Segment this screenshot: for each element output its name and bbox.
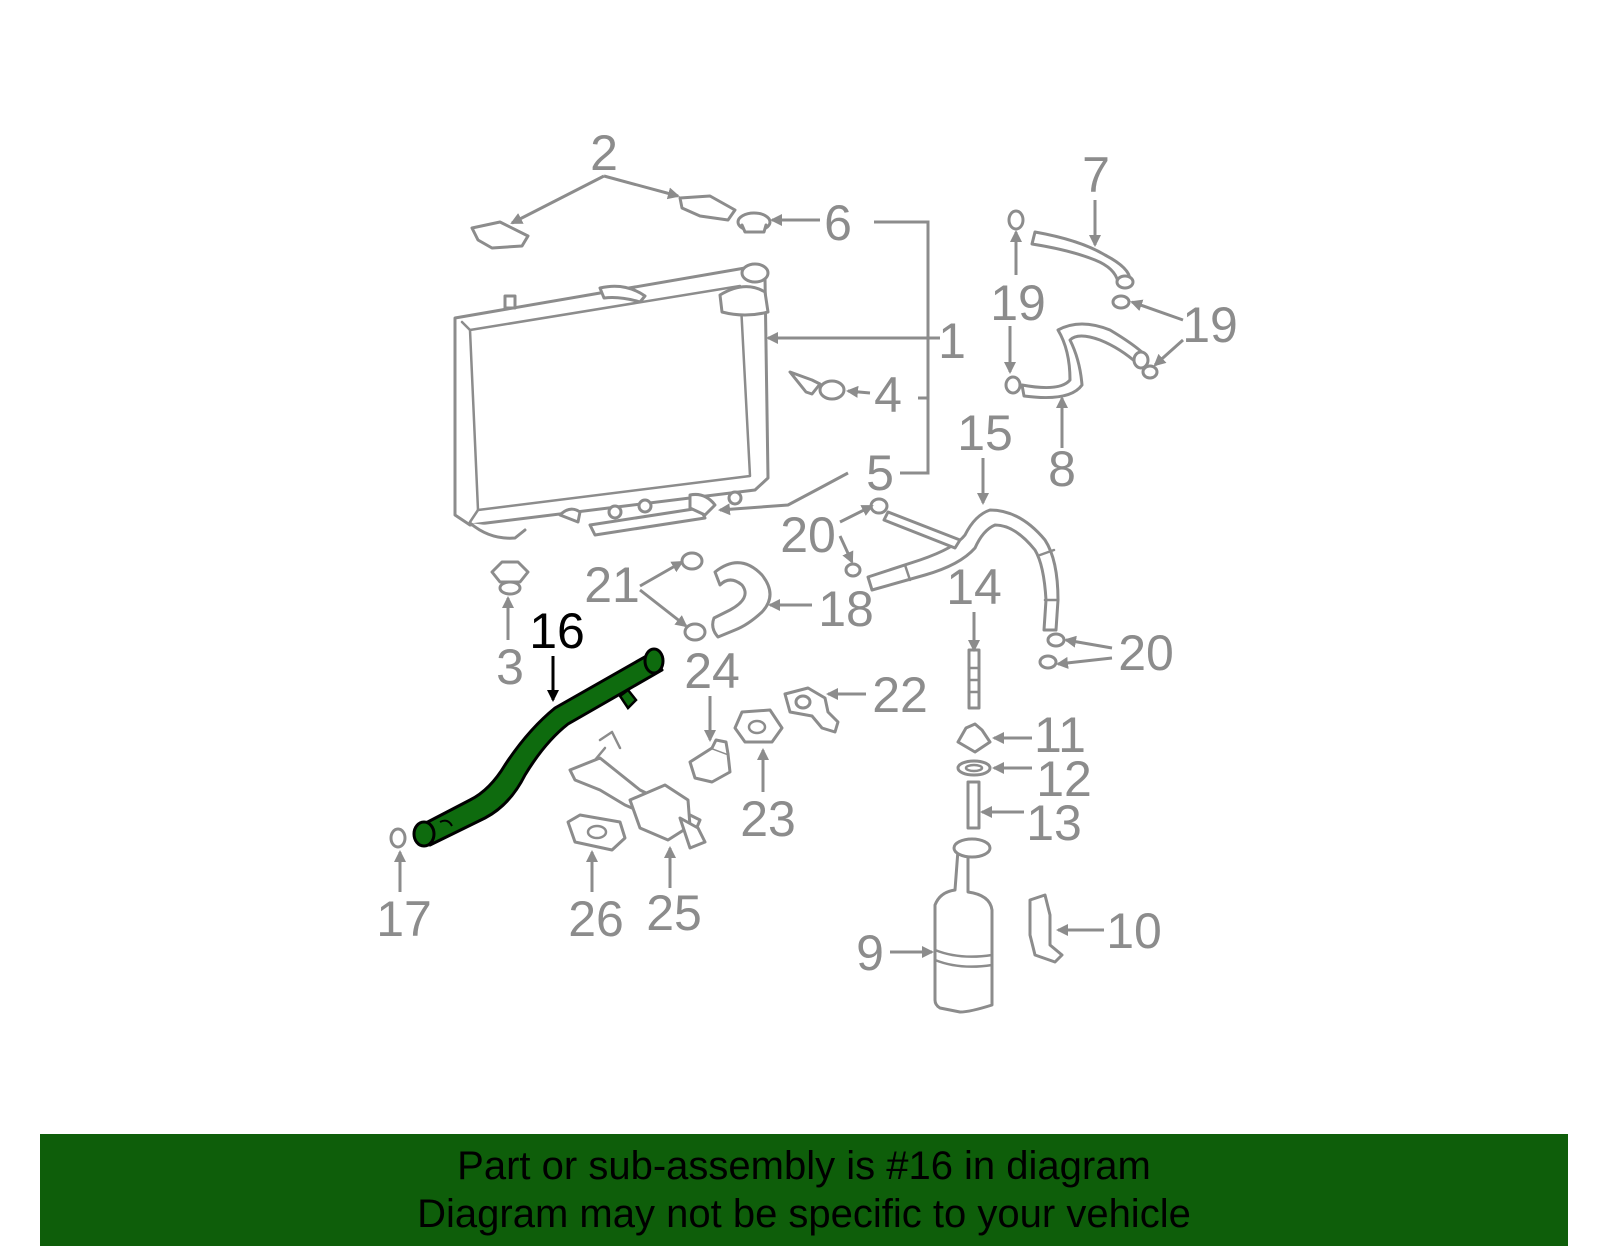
callout-26: 26 xyxy=(568,891,624,947)
callout-18: 18 xyxy=(818,581,874,637)
bracket-left xyxy=(470,220,530,250)
callout-11: 11 xyxy=(1034,707,1086,763)
clamp-19a xyxy=(1111,294,1131,310)
o-ring xyxy=(389,827,407,849)
gasket xyxy=(733,708,784,744)
banner-line-disclaimer: Diagram may not be specific to your vehi… xyxy=(417,1192,1191,1236)
mount-bushing xyxy=(490,560,530,596)
water-inlet xyxy=(568,730,707,850)
clamp-21a xyxy=(680,551,704,571)
callout-25: 25 xyxy=(646,885,702,941)
water-pipe-16-highlighted[interactable] xyxy=(412,647,665,848)
callout-3: 3 xyxy=(496,639,524,695)
bracket-right xyxy=(678,194,737,222)
callout-19-right: 19 xyxy=(1182,297,1238,353)
callout-14: 14 xyxy=(946,559,1002,615)
hose-lower-small xyxy=(1004,322,1150,400)
radiator-cap xyxy=(736,211,772,234)
callout-20-left: 20 xyxy=(780,507,836,563)
thermostat-housing xyxy=(783,686,840,734)
callout-4: 4 xyxy=(874,367,902,423)
reservoir-cap-stack xyxy=(956,648,992,830)
banner-line-part: Part or sub-assembly is #16 in diagram xyxy=(457,1144,1151,1188)
callout-23: 23 xyxy=(740,791,796,847)
callout-24: 24 xyxy=(684,643,740,699)
callout-8: 8 xyxy=(1048,441,1076,497)
callout-6: 6 xyxy=(824,195,852,251)
hose-upper-small xyxy=(1007,209,1135,290)
callout-1: 1 xyxy=(938,313,966,369)
callout-5: 5 xyxy=(866,445,894,501)
inlet-gasket xyxy=(566,813,627,852)
heater-hose xyxy=(844,497,1066,670)
coolant-reservoir xyxy=(933,837,994,1014)
radiator xyxy=(453,262,770,540)
callout-9: 9 xyxy=(856,925,884,981)
clamp-19b xyxy=(1141,364,1159,380)
callout-15: 15 xyxy=(957,405,1013,461)
callout-13: 13 xyxy=(1026,795,1082,851)
callout-labels: 2 6 1 4 5 3 7 19 19 8 15 20 20 21 18 24 … xyxy=(376,125,1238,981)
temp-sensor xyxy=(688,738,732,784)
callout-22: 22 xyxy=(872,667,928,723)
clamp-21b xyxy=(683,622,707,642)
elbow-hose xyxy=(711,561,772,639)
callout-20-right: 20 xyxy=(1118,625,1174,681)
callout-7: 7 xyxy=(1082,147,1110,203)
callout-16-highlighted[interactable]: 16 xyxy=(529,603,585,659)
drain-plug xyxy=(788,370,846,401)
callout-17: 17 xyxy=(376,891,432,947)
callout-2: 2 xyxy=(590,125,618,181)
callout-10: 10 xyxy=(1106,903,1162,959)
callout-12: 12 xyxy=(1036,751,1092,807)
leader-lines xyxy=(394,174,1184,958)
info-banner: Part or sub-assembly is #16 in diagram D… xyxy=(40,1134,1568,1246)
callout-19-left: 19 xyxy=(990,275,1046,331)
callout-21: 21 xyxy=(584,557,640,613)
reservoir-bracket xyxy=(1028,893,1064,964)
